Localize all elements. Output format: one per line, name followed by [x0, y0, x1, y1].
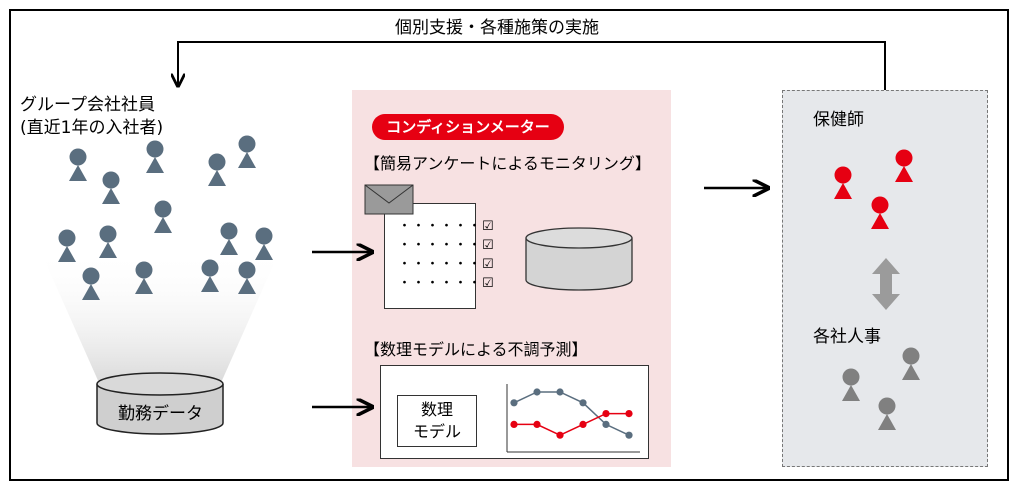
series-1-point [579, 399, 587, 407]
series-1-point [533, 388, 541, 396]
employee-person-icon [201, 259, 219, 292]
employee-person-icon [238, 261, 256, 294]
employee-person-icon [146, 140, 164, 173]
prediction-line-chart [510, 388, 633, 439]
series-2-point [510, 420, 518, 428]
series-1-point [602, 420, 610, 428]
outer-frame [9, 9, 1009, 481]
employee-person-icon [69, 148, 87, 181]
company-hr-label: 各社人事 [813, 327, 881, 347]
feedback-arrow [178, 41, 886, 90]
series-1-point [556, 388, 564, 396]
employee-person-icon [82, 267, 100, 300]
employee-person-icon [58, 229, 76, 262]
series-2-point [579, 420, 587, 428]
series-1-point [510, 399, 518, 407]
math-model-label: 数理 モデル [397, 395, 477, 447]
checklist-row: ・・・・・・☑ [398, 276, 495, 291]
hr-person-icon [842, 368, 860, 401]
employee-person-icon [208, 153, 226, 186]
checklist-row: ・・・・・・☑ [398, 238, 495, 253]
employee-person-icon [255, 227, 273, 260]
health-nurse-person-icon [895, 149, 913, 182]
math-model-line1: 数理 [420, 400, 453, 419]
prediction-model-heading: 【数理モデルによる不調予測】 [364, 340, 588, 359]
series-line-2 [514, 412, 629, 437]
envelope-icon [364, 184, 414, 215]
employee-person-icon [154, 200, 172, 233]
survey-database-icon [525, 227, 633, 291]
survey-monitoring-heading: 【簡易アンケートによるモニタリング】 [364, 154, 651, 173]
employee-person-icon [102, 171, 120, 204]
employee-person-icon [99, 225, 117, 258]
series-2-point [602, 410, 610, 418]
employee-person-icon [135, 261, 153, 294]
series-2-point [533, 420, 541, 428]
survey-sheet [384, 203, 476, 309]
work-data-database-icon [96, 372, 224, 435]
data-beam [40, 250, 280, 385]
recent-hires-label: (直近1年の入社者) [20, 118, 164, 138]
condition-meter-badge: コンディションメーター [372, 114, 564, 140]
group-employees-label: グループ会社社員 [20, 95, 155, 115]
series-line-1 [513, 391, 630, 436]
employee-person-icon [238, 135, 256, 168]
series-1-point [625, 431, 633, 439]
bidirectional-arrow-icon [872, 258, 900, 310]
health-nurse-label: 保健師 [813, 110, 864, 130]
hr-person-icon [902, 347, 920, 380]
series-2-point [556, 431, 564, 439]
health-nurse-person-icon [834, 166, 852, 199]
series-2-point [625, 410, 633, 418]
employee-person-icon [220, 222, 238, 255]
health-nurse-person-icon [871, 196, 889, 229]
hr-person-icon [878, 397, 896, 430]
math-model-line2: モデル [412, 422, 461, 441]
checklist-row: ・・・・・・☑ [398, 257, 495, 272]
top-feedback-label: 個別支援・各種施策の実施 [395, 18, 599, 38]
checklist-row: ・・・・・・☑ [398, 219, 495, 234]
work-data-label: 勤務データ [118, 404, 203, 424]
